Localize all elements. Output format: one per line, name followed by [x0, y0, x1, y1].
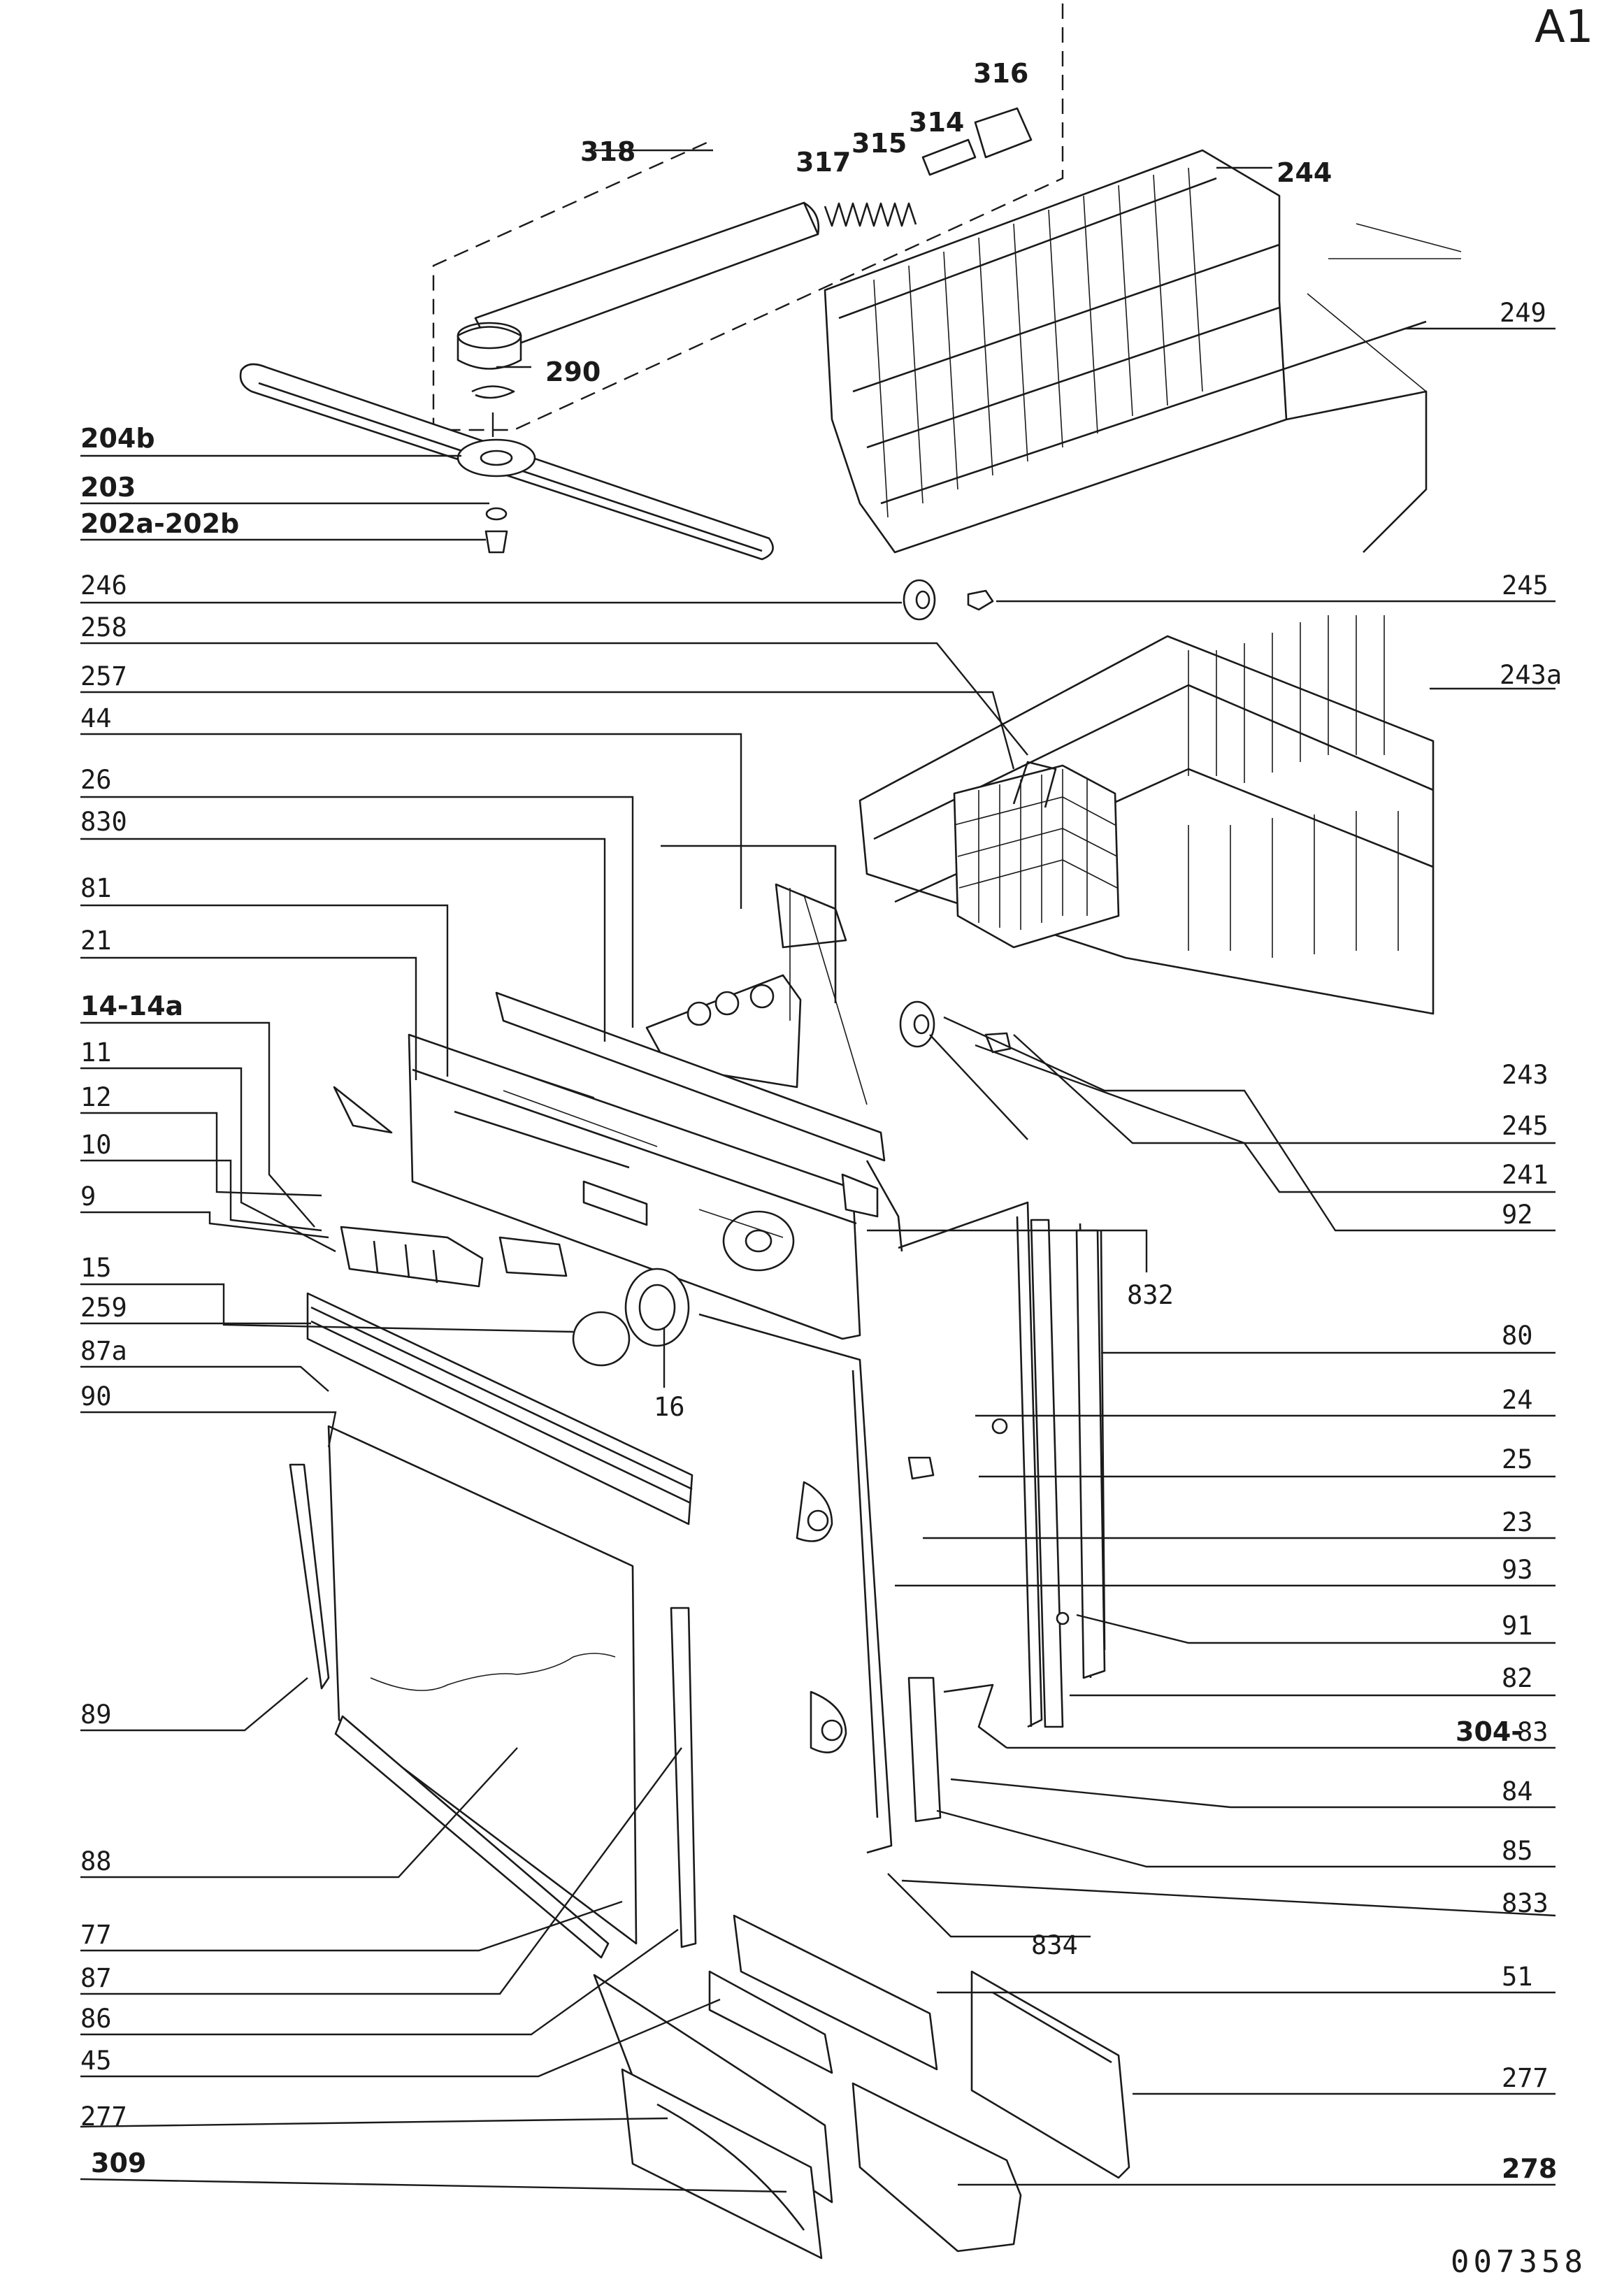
label-304-83-prefix: 304- — [1456, 1716, 1522, 1747]
sheet-id: A1 — [1535, 1, 1594, 53]
label-277-left: 277 — [80, 2102, 127, 2132]
label-25: 25 — [1502, 1444, 1533, 1474]
label-241: 241 — [1502, 1160, 1548, 1190]
label-51: 51 — [1502, 1962, 1533, 1992]
label-90: 90 — [80, 1381, 112, 1412]
label-45: 45 — [80, 2046, 112, 2076]
label-44: 44 — [80, 703, 112, 733]
label-278: 278 — [1502, 2153, 1557, 2184]
document-number: 007358 — [1451, 2244, 1587, 2280]
label-246: 246 — [80, 570, 127, 601]
label-315: 315 — [851, 128, 907, 159]
bottom-kick-panels — [593, 1914, 1130, 2260]
label-85: 85 — [1502, 1836, 1533, 1866]
label-243a: 243a — [1500, 660, 1562, 690]
label-15: 15 — [80, 1253, 112, 1283]
front-panel — [289, 1292, 697, 1959]
upper-basket — [824, 149, 1462, 554]
label-258: 258 — [80, 612, 127, 642]
label-14-14a: 14-14a — [80, 991, 183, 1021]
label-257: 257 — [80, 661, 127, 691]
label-203: 203 — [80, 472, 136, 503]
lower-spray-arm — [239, 363, 774, 561]
label-87: 87 — [80, 1963, 112, 1993]
label-16: 16 — [654, 1392, 685, 1422]
label-11: 11 — [80, 1037, 112, 1068]
label-304-83-suffix: 83 — [1517, 1717, 1548, 1747]
label-309: 309 — [91, 2148, 146, 2178]
upper-spray-arm-assembly — [432, 3, 1064, 437]
label-21: 21 — [80, 926, 112, 956]
label-202a-202b: 202a-202b — [80, 508, 239, 539]
label-245-mid: 245 — [1502, 1111, 1548, 1141]
label-87a: 87a — [80, 1336, 127, 1366]
label-314: 314 — [909, 107, 964, 138]
part-number-labels: A1 318 317 315 314 316 244 249 290 204b … — [80, 1, 1594, 2280]
label-9: 9 — [80, 1181, 96, 1212]
label-89: 89 — [80, 1700, 112, 1730]
right-door-strips — [841, 1160, 1106, 1823]
leader-lines — [80, 149, 1556, 2193]
door-lock-mechanism — [645, 845, 868, 1105]
label-259: 259 — [80, 1293, 127, 1323]
label-290: 290 — [545, 357, 601, 387]
label-243: 243 — [1502, 1060, 1548, 1090]
label-24: 24 — [1502, 1385, 1533, 1415]
control-panel — [333, 991, 886, 1367]
label-23: 23 — [1502, 1507, 1533, 1537]
label-80: 80 — [1502, 1321, 1533, 1351]
label-249: 249 — [1500, 298, 1546, 328]
label-93: 93 — [1502, 1555, 1533, 1585]
label-832: 832 — [1127, 1280, 1174, 1310]
label-12: 12 — [80, 1082, 112, 1112]
label-833: 833 — [1502, 1888, 1548, 1918]
label-91: 91 — [1502, 1611, 1533, 1641]
label-81: 81 — [80, 873, 112, 903]
label-318: 318 — [580, 136, 635, 167]
label-834: 834 — [1031, 1930, 1078, 1960]
lower-basket — [858, 615, 1435, 1015]
label-84: 84 — [1502, 1776, 1533, 1807]
label-10: 10 — [80, 1130, 112, 1160]
label-830: 830 — [80, 807, 127, 837]
wheels-and-clips — [899, 579, 1012, 1054]
label-88: 88 — [80, 1846, 112, 1876]
label-277-right: 277 — [1502, 2063, 1548, 2093]
label-316: 316 — [973, 58, 1028, 89]
label-26: 26 — [80, 765, 112, 795]
label-77: 77 — [80, 1920, 112, 1950]
label-86: 86 — [80, 2004, 112, 2034]
label-245-top: 245 — [1502, 570, 1548, 601]
label-82: 82 — [1502, 1663, 1533, 1693]
label-204b: 204b — [80, 423, 155, 454]
label-317: 317 — [796, 147, 851, 178]
label-92: 92 — [1502, 1200, 1533, 1230]
label-244: 244 — [1277, 157, 1332, 188]
